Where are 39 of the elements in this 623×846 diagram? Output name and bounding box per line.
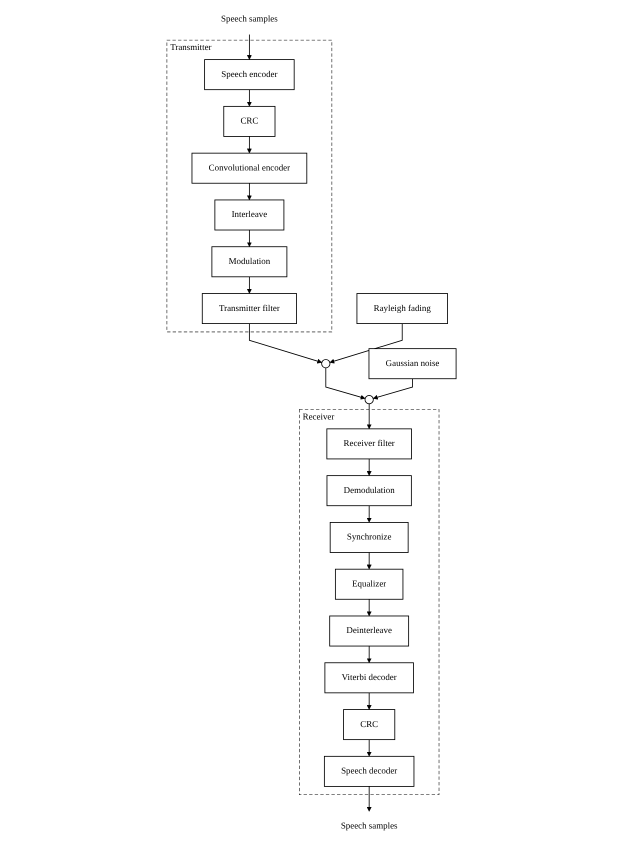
arrow	[246, 182, 252, 200]
arrow	[366, 552, 372, 570]
node-box: CRC	[223, 106, 276, 137]
arrow	[246, 89, 252, 107]
node-circle	[364, 395, 374, 404]
node-box: Interleave	[214, 200, 284, 230]
arrow	[366, 646, 372, 663]
arrow	[246, 136, 252, 154]
arrow	[366, 692, 372, 710]
arrow	[366, 786, 372, 812]
arrow	[366, 403, 372, 430]
arrow	[330, 323, 403, 364]
node-box: Equalizer	[334, 568, 404, 600]
arrow	[366, 505, 372, 523]
node-box: Speech encoder	[204, 59, 295, 90]
node-box: Speech decoder	[324, 756, 414, 787]
node-text: Speech samples	[221, 14, 278, 24]
arrow	[366, 598, 372, 616]
node-box: Deinterleave	[329, 616, 410, 646]
arrow	[372, 378, 413, 400]
node-text: Speech samples	[340, 821, 398, 831]
node-box: Viterbi decoder	[324, 662, 414, 694]
node-box: Gaussian noise	[368, 348, 457, 380]
node-box: Rayleigh fading	[356, 293, 448, 324]
arrow	[325, 367, 366, 400]
node-box: Demodulation	[326, 475, 412, 506]
node-box: Modulation	[211, 246, 288, 278]
arrow	[366, 739, 372, 757]
node-box: CRC	[343, 709, 396, 740]
node-box: Convolutional encoder	[192, 152, 308, 184]
arrow	[246, 230, 252, 247]
arrow	[246, 276, 252, 294]
node-circle	[321, 359, 330, 368]
arrow	[248, 323, 322, 364]
arrow	[366, 458, 372, 476]
node-box: Synchronize	[330, 522, 409, 553]
arrow	[246, 34, 252, 60]
node-box: Transmitter filter	[202, 293, 297, 324]
node-box: Receiver filter	[326, 428, 412, 460]
